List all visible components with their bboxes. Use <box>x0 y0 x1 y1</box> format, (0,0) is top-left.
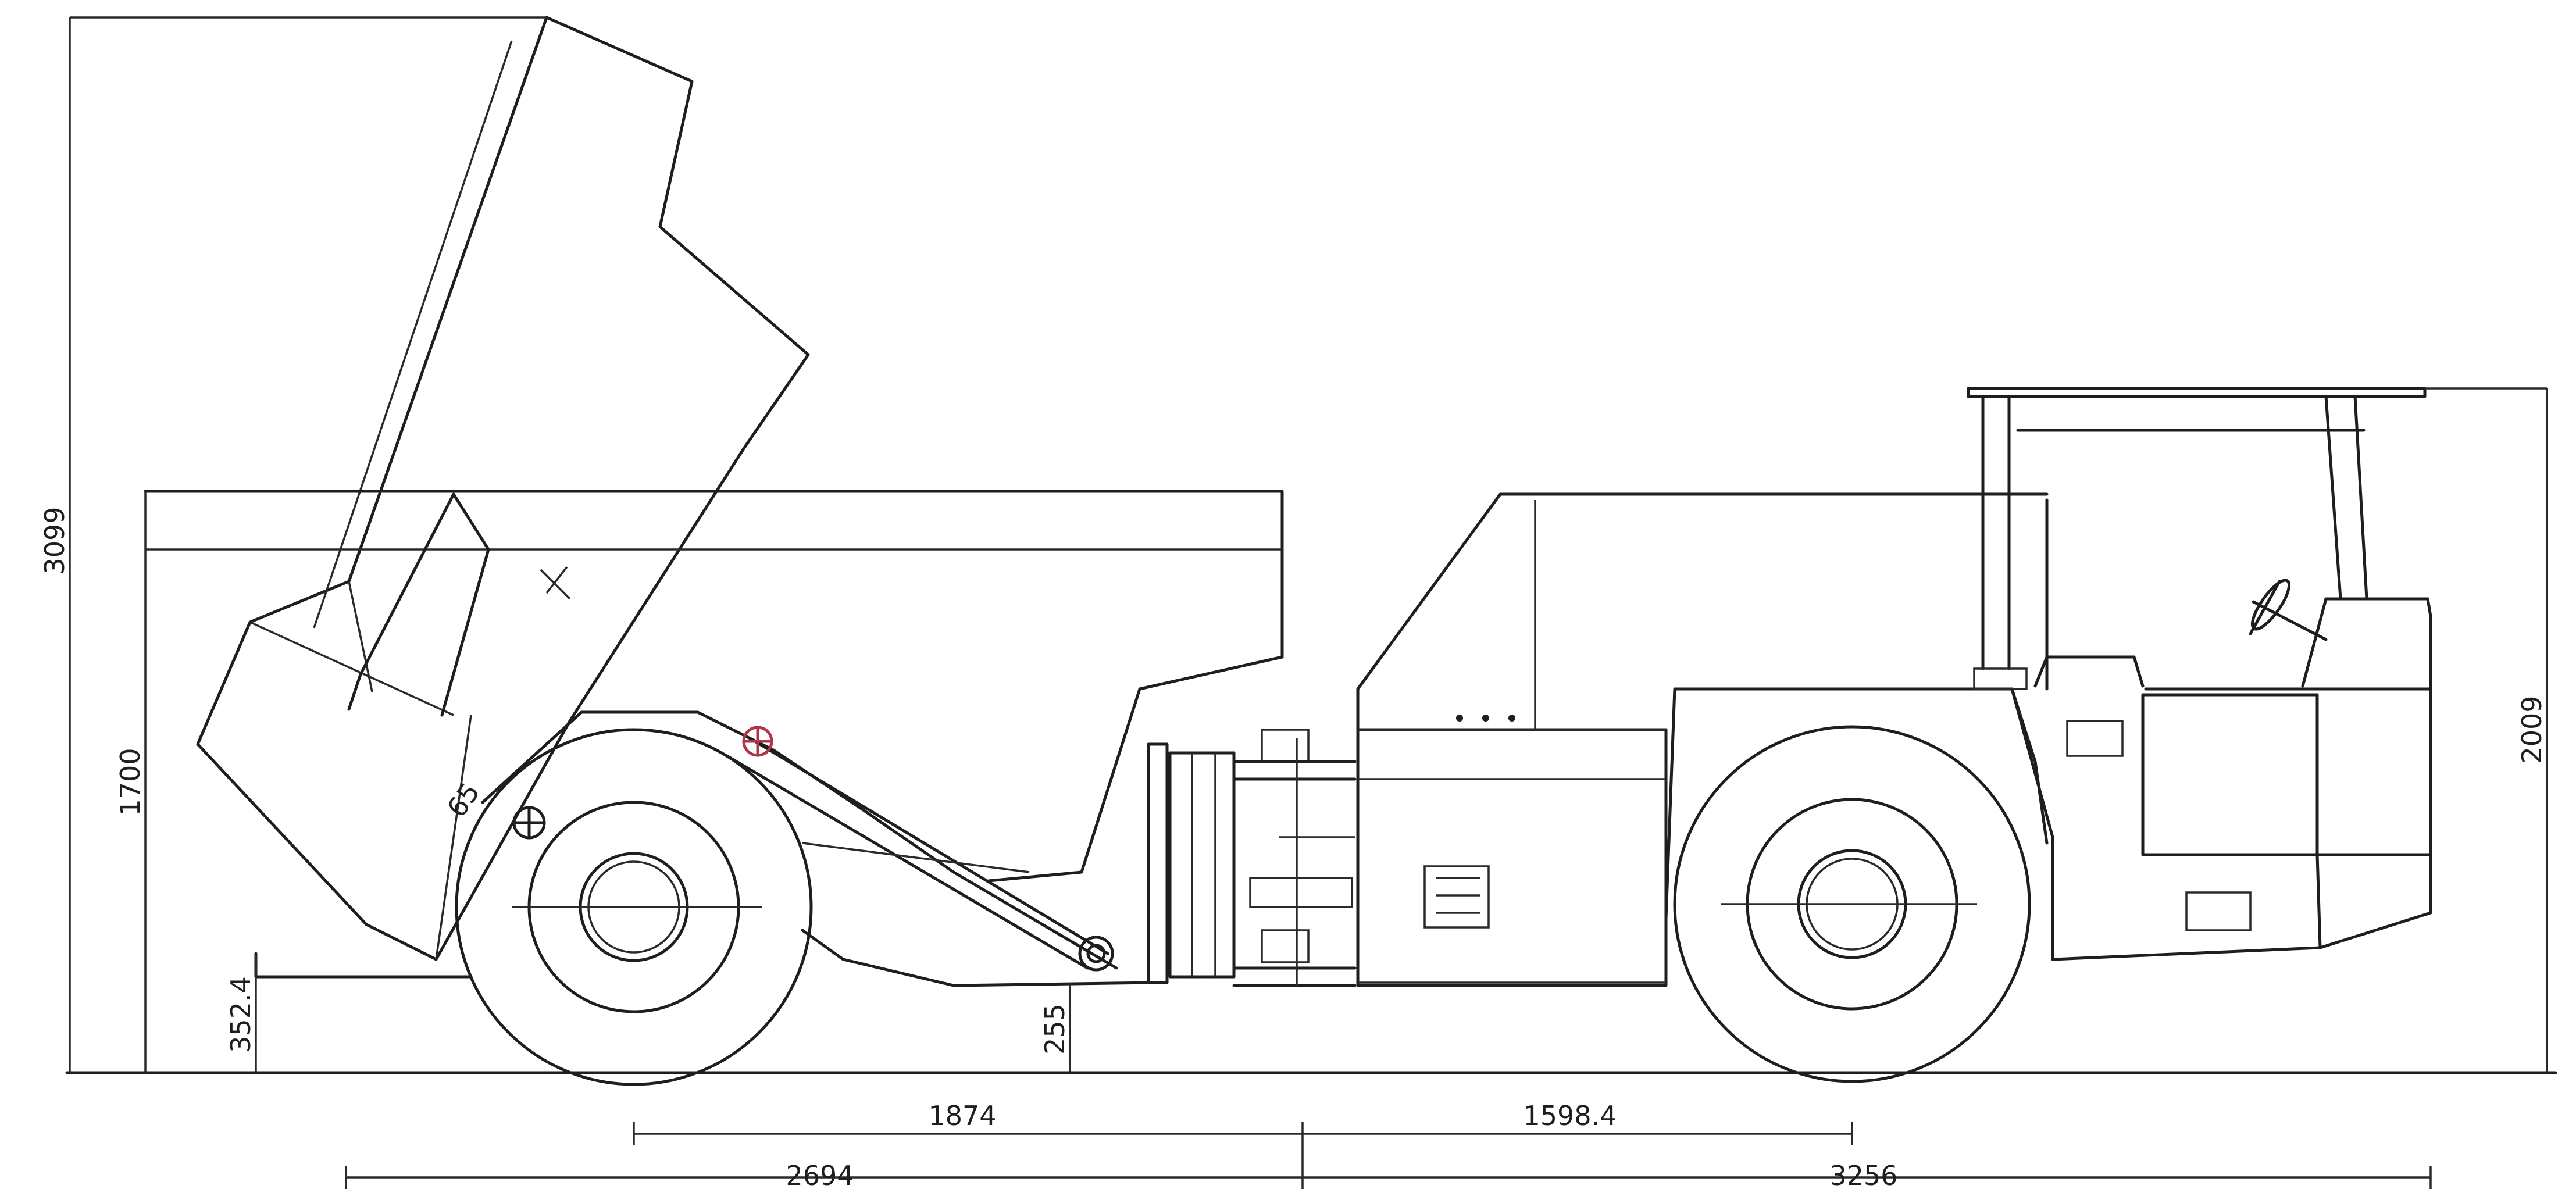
tipped-height-label: 3099 <box>39 506 70 574</box>
front-overall-label: 3256 <box>1829 1160 1897 1189</box>
lowered-dump-box <box>144 490 1284 979</box>
operator-canopy <box>1967 387 2432 949</box>
rear-axle-to-hinge-label: 1874 <box>928 1100 996 1131</box>
dimension-lines <box>69 16 2548 1189</box>
pivot-markers <box>512 726 773 840</box>
rear-wheel <box>455 728 813 1086</box>
front-wheel <box>1673 725 2031 1083</box>
body-height-label: 1700 <box>115 748 146 816</box>
articulation-hinge <box>1147 729 1357 987</box>
front-frame <box>1356 492 2322 987</box>
tipped-dump-box <box>196 16 810 961</box>
rear-overall-label: 2694 <box>786 1160 854 1189</box>
canopy-height-label: 2009 <box>2516 695 2548 763</box>
rear-chassis <box>481 710 1156 987</box>
rear-clearance-label: 352.4 <box>225 976 256 1053</box>
tip-angle-label: 65 <box>441 777 486 823</box>
ground-clearance-label: 255 <box>1039 1004 1071 1055</box>
hinge-to-front-axle-label: 1598.4 <box>1524 1100 1617 1131</box>
